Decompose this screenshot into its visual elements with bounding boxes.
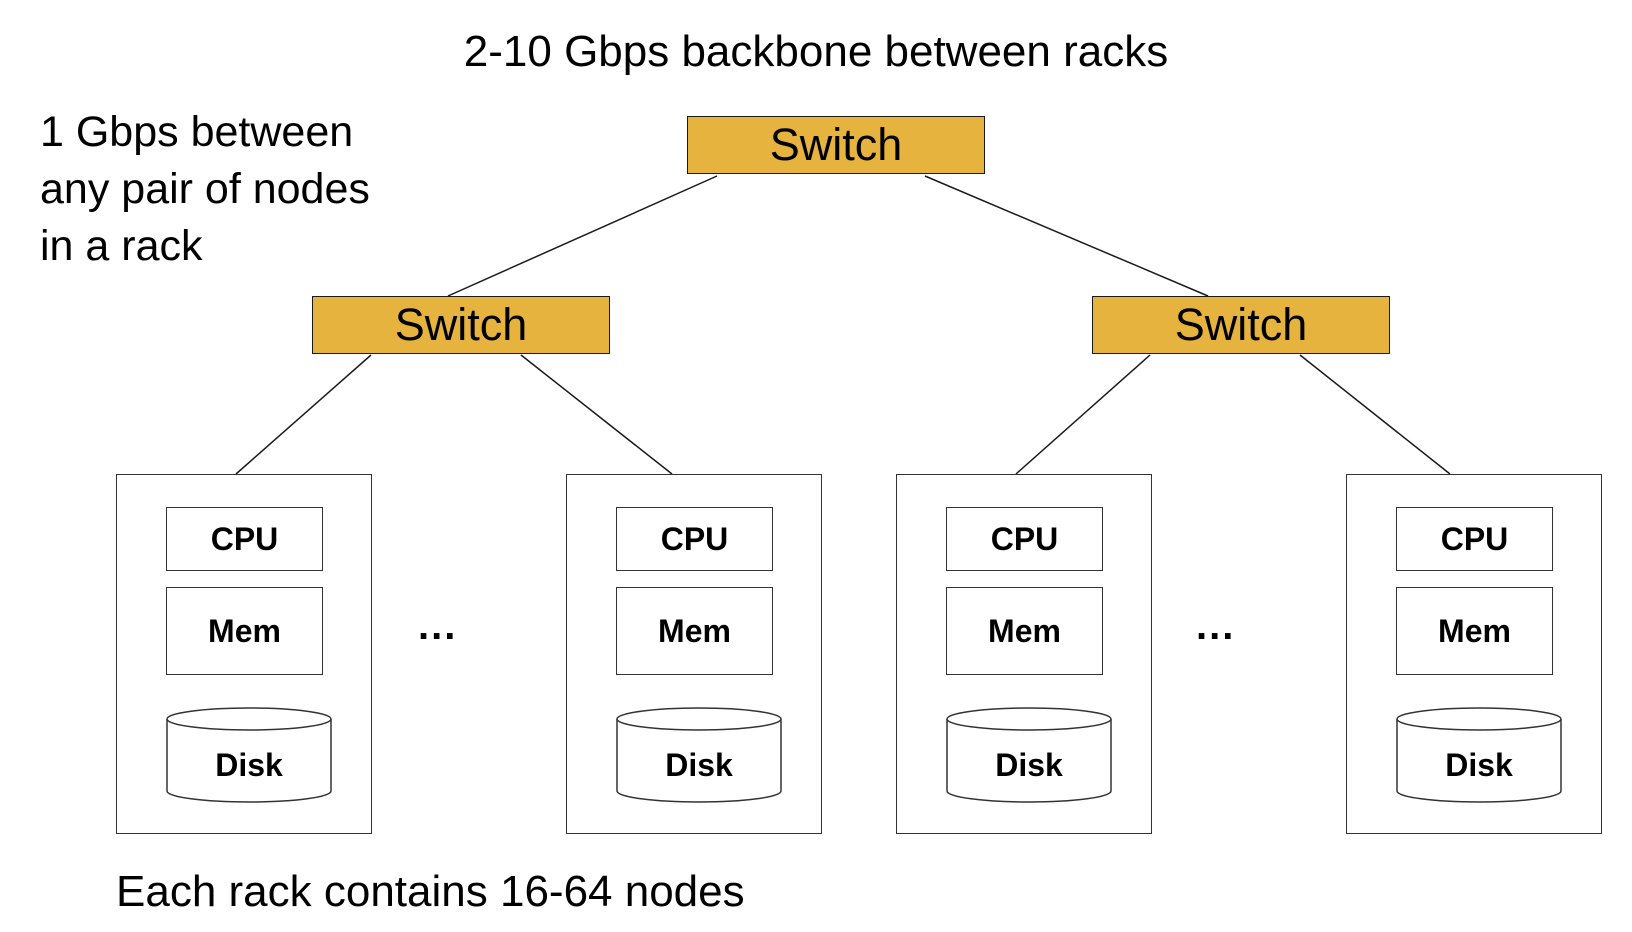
link-top-left: [447, 175, 718, 297]
backbone-label: 2-10 Gbps backbone between racks: [463, 27, 1169, 76]
rack-bandwidth-note: 1 Gbps between any pair of nodes in a ra…: [40, 104, 370, 275]
mem-box: Mem: [616, 587, 773, 675]
link-top-right: [924, 175, 1209, 297]
cpu-box: CPU: [946, 507, 1103, 571]
mem-box: Mem: [946, 587, 1103, 675]
switch-top: Switch: [687, 116, 985, 174]
rack-capacity-label: Each rack contains 16-64 nodes: [116, 867, 745, 916]
rack-node-4: CPU Mem Disk: [1346, 474, 1602, 834]
cpu-box: CPU: [616, 507, 773, 571]
rack-note-line-2: any pair of nodes: [40, 165, 370, 213]
mem-box: Mem: [1396, 587, 1553, 675]
rack-note-line-3: in a rack: [40, 222, 203, 270]
link-left-node2: [520, 354, 673, 475]
rack-node-1: CPU Mem Disk: [116, 474, 372, 834]
switch-left: Switch: [312, 296, 610, 354]
ellipsis-right: ...: [1196, 604, 1236, 648]
rack-node-3: CPU Mem Disk: [896, 474, 1152, 834]
disk-cylinder: Disk: [1396, 707, 1562, 803]
disk-cylinder: Disk: [166, 707, 332, 803]
disk-label: Disk: [215, 747, 283, 783]
disk-label: Disk: [1445, 747, 1513, 783]
disk-cylinder: Disk: [616, 707, 782, 803]
rack-node-2: CPU Mem Disk: [566, 474, 822, 834]
ellipsis-left: ...: [418, 604, 458, 648]
mem-box: Mem: [166, 587, 323, 675]
rack-note-line-1: 1 Gbps between: [40, 108, 354, 156]
link-right-node3: [1015, 354, 1151, 475]
disk-label: Disk: [995, 747, 1063, 783]
link-left-node1: [235, 354, 372, 475]
disk-cylinder: Disk: [946, 707, 1112, 803]
link-right-node4: [1299, 354, 1451, 475]
switch-right: Switch: [1092, 296, 1390, 354]
cpu-box: CPU: [1396, 507, 1553, 571]
disk-label: Disk: [665, 747, 733, 783]
cpu-box: CPU: [166, 507, 323, 571]
